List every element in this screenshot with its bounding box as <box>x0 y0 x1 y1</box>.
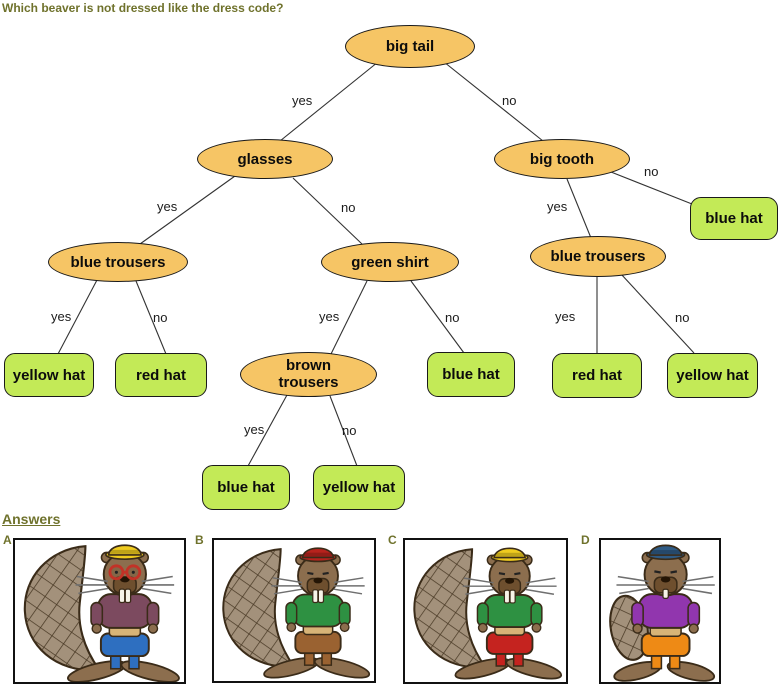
tree-leaf-blue-hat: blue hat <box>690 197 778 240</box>
tree-leaf-blue-hat: blue hat <box>427 352 515 397</box>
beaver-illustration-c <box>405 540 566 682</box>
tree-leaf-yellow-hat: yellow hat <box>4 353 94 397</box>
edge-label-yes: yes <box>157 199 178 214</box>
edge-label-yes: yes <box>555 309 576 324</box>
edge-label-no: no <box>153 310 168 325</box>
question-text: Which beaver is not dressed like the dre… <box>2 1 284 15</box>
edge-label-no: no <box>341 200 356 215</box>
answer-image-d[interactable] <box>599 538 721 684</box>
tree-leaf-red-hat: red hat <box>552 353 642 398</box>
tree-leaf-red-hat: red hat <box>115 353 207 397</box>
edge-label-no: no <box>644 164 659 179</box>
tree-node-glasses: glasses <box>197 139 333 179</box>
edge-label-yes: yes <box>244 422 265 437</box>
tree-edge <box>566 178 592 239</box>
answer-image-b[interactable] <box>212 538 376 683</box>
tree-node-blue-trousers-r: blue trousers <box>530 236 666 277</box>
tree-node-blue-trousers-l: blue trousers <box>48 242 188 282</box>
tree-leaf-blue-hat: blue hat <box>202 465 290 510</box>
answer-image-c[interactable] <box>403 538 568 684</box>
beaver-illustration-d <box>601 540 719 682</box>
edge-label-yes: yes <box>319 309 340 324</box>
tree-node-green-shirt: green shirt <box>321 242 459 282</box>
answer-label-a: A <box>3 533 12 547</box>
edge-label-no: no <box>342 423 357 438</box>
answer-image-a[interactable] <box>13 538 186 684</box>
tree-leaf-yellow-hat: yellow hat <box>667 353 758 398</box>
tree-leaf-yellow-hat: yellow hat <box>313 465 405 510</box>
edge-label-no: no <box>445 310 460 325</box>
edge-label-no: no <box>675 310 690 325</box>
edge-label-yes: yes <box>547 199 568 214</box>
answers-heading: Answers <box>2 511 61 527</box>
tree-node-big-tail: big tail <box>345 25 475 68</box>
tree-edge <box>443 61 544 142</box>
edge-label-yes: yes <box>292 93 313 108</box>
answer-label-b: B <box>195 533 204 547</box>
tree-node-brown-trousers: brown trousers <box>240 352 377 397</box>
edge-label-no: no <box>502 93 517 108</box>
edge-label-yes: yes <box>51 309 72 324</box>
answer-label-d: D <box>581 533 590 547</box>
beaver-illustration-b <box>214 540 374 681</box>
tree-edge <box>139 175 236 245</box>
beaver-illustration-a <box>15 540 184 682</box>
answer-label-c: C <box>388 533 397 547</box>
tree-node-big-tooth: big tooth <box>494 139 630 179</box>
